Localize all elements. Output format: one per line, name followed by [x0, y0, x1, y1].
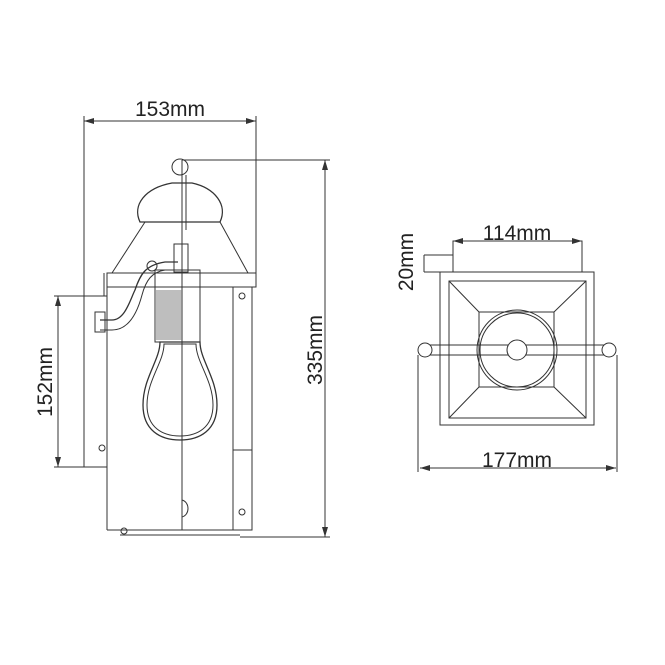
outer-frame [439, 271, 595, 426]
right-post [232, 286, 253, 531]
top-view: 114mm 20mm 177mm [395, 222, 618, 472]
overall-width-label: 177mm [482, 449, 552, 472]
arm-nut [94, 311, 106, 333]
center-hub [506, 339, 528, 361]
cap-height-label: 20mm [395, 233, 418, 291]
inner-frame [448, 280, 587, 419]
lantern-top [417, 240, 617, 426]
finial-ring [171, 158, 189, 176]
lantern-side [83, 158, 257, 536]
roof-dome [137, 182, 223, 223]
cap-width-label: 114mm [483, 222, 551, 245]
cap-height-dimension: 20mm [395, 233, 453, 291]
backplate-label: 152mm [34, 347, 57, 417]
support-arm [100, 261, 178, 321]
cap [452, 240, 583, 273]
bulb [142, 341, 218, 441]
roof-cone [111, 221, 249, 274]
overall-width-dimension: 177mm [417, 355, 618, 472]
width-dimension: 153mm [83, 98, 257, 467]
height-dimension: 335mm [182, 159, 330, 538]
shade-ring [476, 309, 558, 391]
width-label: 153mm [135, 98, 205, 121]
side-view: 153mm 335mm 152mm [34, 98, 330, 538]
bulb-socket [156, 290, 182, 340]
height-label: 335mm [304, 315, 327, 385]
cap-width-dimension: 114mm [453, 222, 582, 245]
backplate-dimension: 152mm [34, 295, 107, 468]
